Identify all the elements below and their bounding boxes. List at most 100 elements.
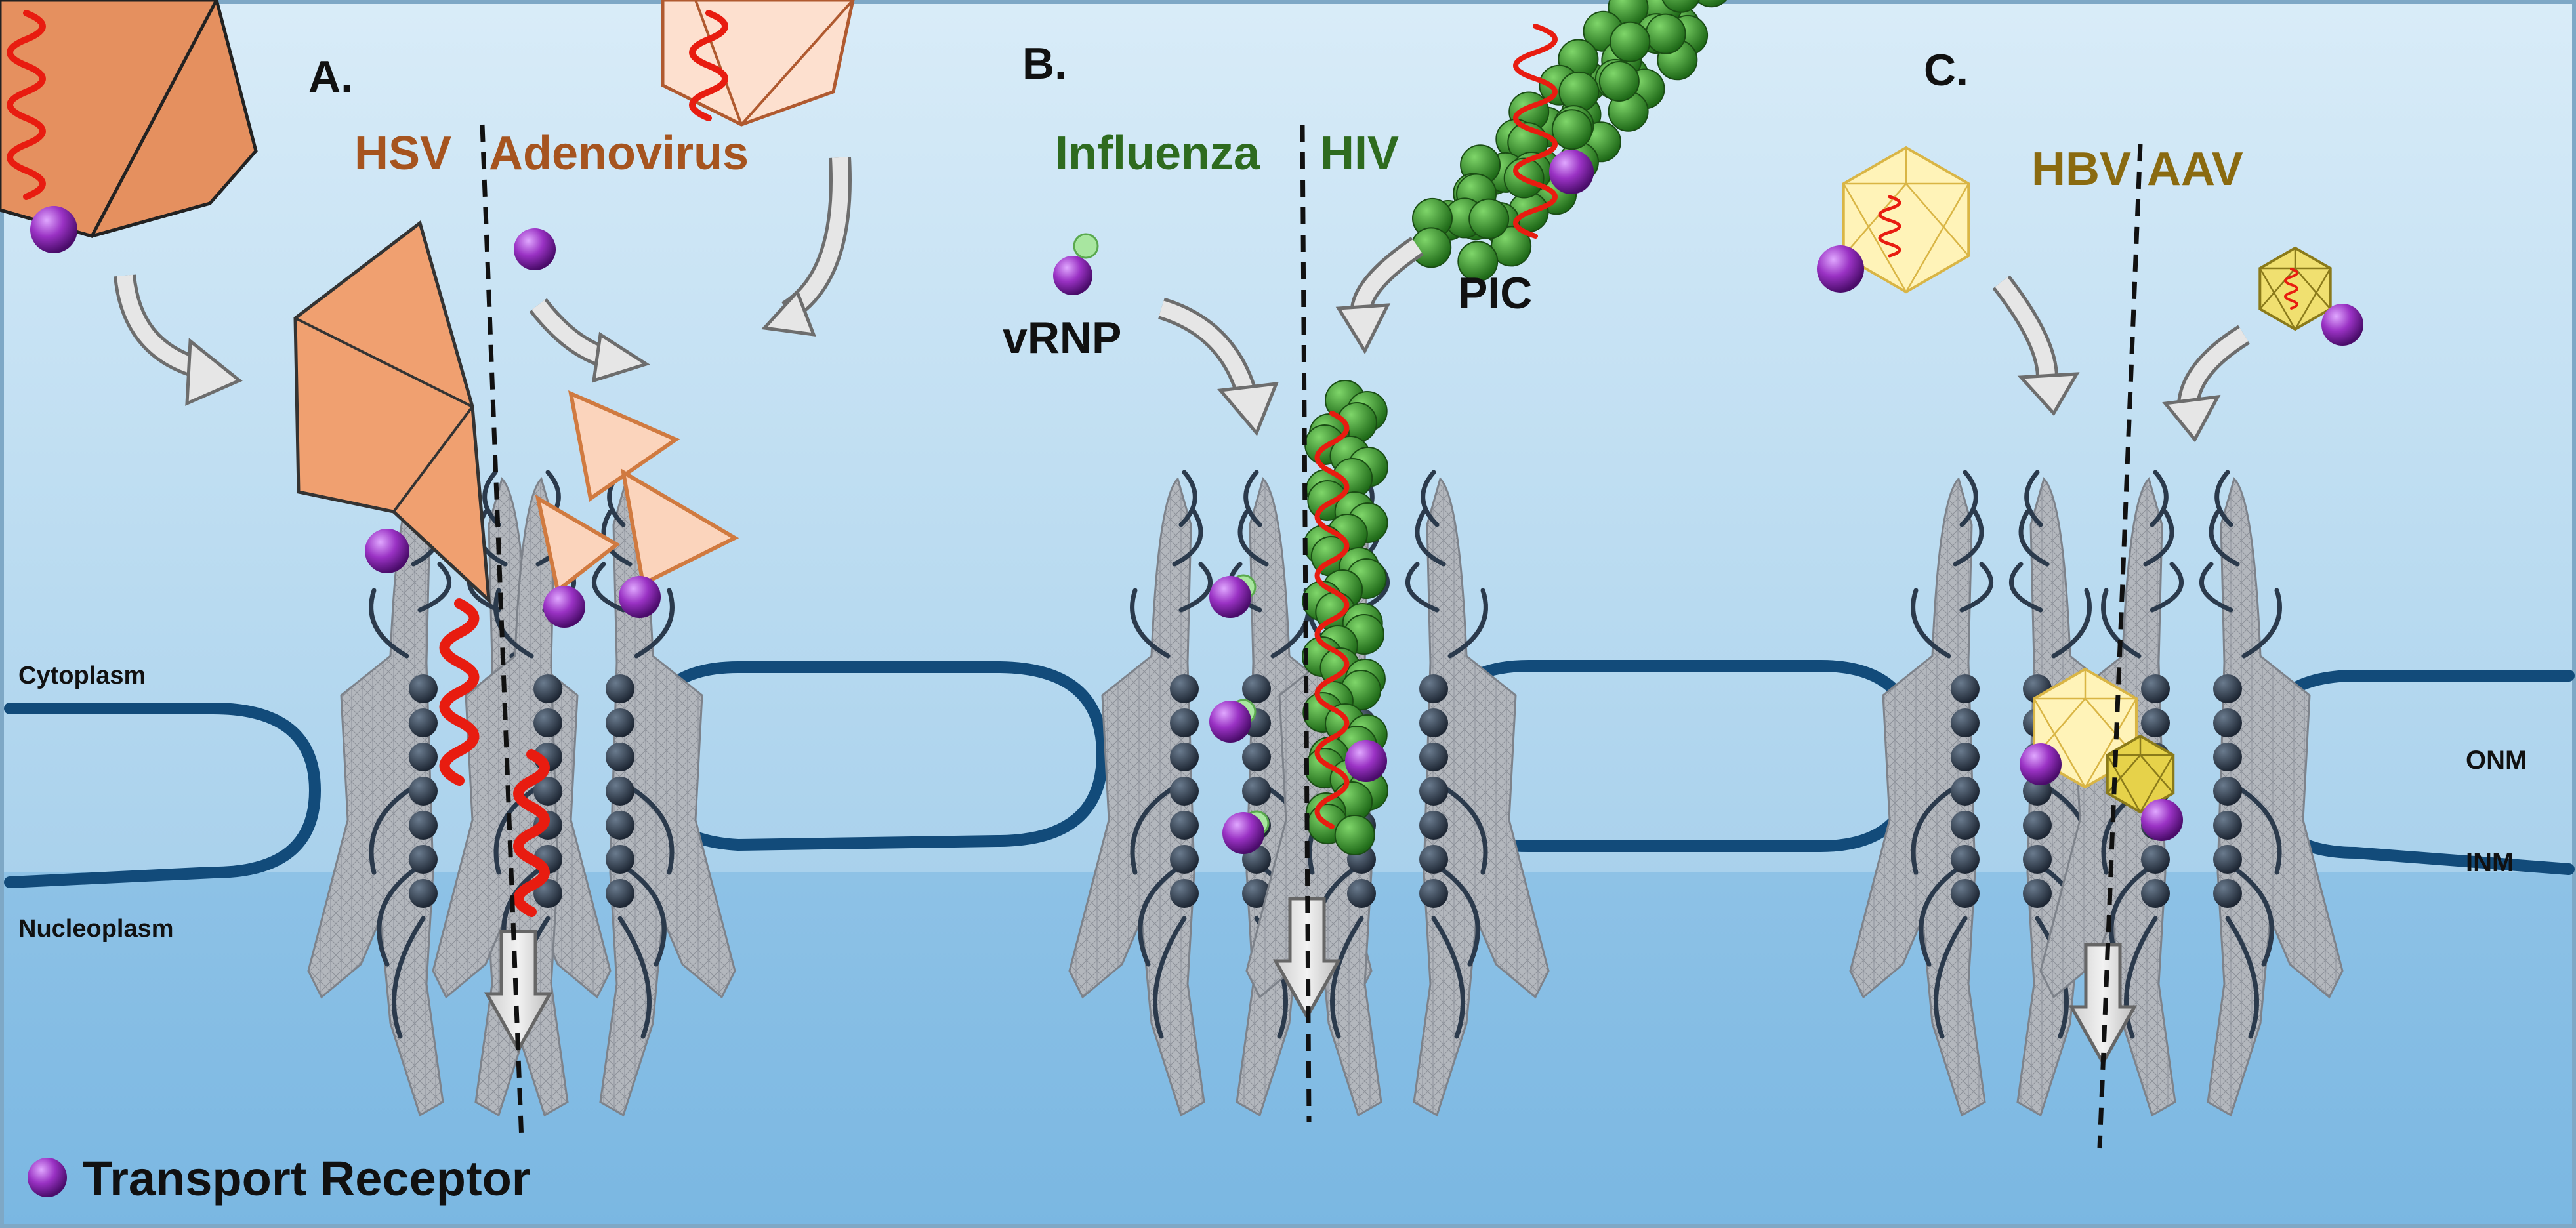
aav-capsid-top-edges [2258,248,2332,331]
arrow-hsv-head [185,338,243,406]
adenovirus-genome-top [689,10,728,121]
nup-bead [2213,811,2242,840]
hbv-receptor-docked [2020,743,2062,785]
vrnp-receptor-top [1053,256,1092,295]
nup-bead [1419,845,1448,874]
nup-bead [1242,743,1271,771]
nup-bead [606,777,634,806]
nup-bead [409,811,438,840]
onm-label: ONM [2466,746,2527,775]
nup-bead [1951,743,1980,771]
arrow-adenovirus-head [760,289,816,337]
hsv-receptor-top [30,206,77,253]
nup-bead [2023,879,2052,908]
fg-filament [621,863,667,967]
fg-filament [369,588,409,659]
fg-filament [2150,562,2184,613]
aav-receptor-docked [2141,799,2183,841]
fg-filament [2225,916,2259,1039]
hiv-capsid-subunit [1645,13,1686,54]
hiv-capsid-subunit [1468,198,1510,239]
adenovirus-edges [662,0,854,127]
adenovirus-receptor-docked [543,586,585,628]
arrow-hbv-head [2017,372,2080,417]
nup-bead [1170,777,1199,806]
import-arrow-c [2068,943,2138,1067]
import-arrow-a [484,930,553,1054]
fg-filament [1415,509,1446,567]
nup-bead [1419,674,1448,703]
viral-cargo [0,0,2363,917]
vrnp-particle [1073,233,1099,259]
nup-bead [409,743,438,771]
nup-bead [409,845,438,874]
fg-filament [1434,863,1480,967]
adenovirus-fragment [535,494,621,594]
fg-filament [1953,509,1984,567]
arrow-hsv-fill [117,274,199,375]
nup-bead [2213,777,2242,806]
pic-label: PIC [1458,268,1532,318]
arrow-hbv-fill [1995,277,2055,378]
nup-bead [1951,777,1980,806]
transport-arrows [114,157,2251,1067]
hbv-receptor-top [1817,245,1864,293]
hsv-receptor-docked [365,529,409,573]
adenovirus-receptor-top [514,228,556,270]
fg-filament [482,470,501,527]
fg-filament [1421,470,1440,527]
hiv-receptor-top [1549,150,1594,194]
nup-bead [1419,743,1448,771]
nup-bead [2141,845,2170,874]
fg-filament [2241,588,2282,659]
fg-filament [1178,470,1197,527]
hiv-genome-pore [1314,411,1350,829]
fg-filament [1330,916,1364,1039]
nup-bead [606,743,634,771]
nup-bead [1951,879,1980,908]
arrow-aav-fill [2180,327,2249,405]
fg-filament [1405,562,1440,613]
fg-filament [1959,470,1978,527]
fg-filament [2235,785,2282,875]
fg-filament [617,916,652,1039]
nup-bead [1419,777,1448,806]
hiv-capsid-subunit [1610,21,1651,62]
arrow-pic-head [1335,303,1391,355]
nucleoplasm-label: Nucleoplasm [18,915,174,943]
fg-filament [392,916,426,1039]
fg-filament [417,562,452,613]
fg-filament [2024,470,2043,527]
hsv-capsid-docked-edges [295,222,475,513]
hbv-capsid-docked-edges [2032,669,2138,789]
hsv-label: HSV [354,127,451,180]
panel-a-letter: A. [308,52,353,102]
hiv-capsid-subunit [1457,241,1499,282]
hsv-genome-top [7,10,46,200]
nup-bead [2023,845,2052,874]
arrow-vrnp-fill [1159,300,1255,396]
hiv-capsid-subunit [1334,815,1375,855]
nup-bead [1951,845,1980,874]
fg-filament [2018,509,2050,567]
cytoplasm-label: Cytoplasm [18,662,146,689]
nup-bead [2213,879,2242,908]
nup-bead [1170,708,1199,737]
aav-genome-top [2284,268,2298,310]
nup-bead [1419,708,1448,737]
nup-bead [1170,879,1199,908]
aav-capsid-docked-edges [2106,736,2175,814]
hiv-label: HIV [1320,127,1399,180]
fg-filament [2228,863,2274,967]
nup-bead [606,811,634,840]
nup-bead [409,674,438,703]
nup-bead [409,879,438,908]
hiv-receptor-docked [1345,740,1387,782]
hiv-capsid-subunit [1598,60,1640,102]
divider-b [1300,124,1312,1122]
fg-filament [1130,588,1171,659]
fg-filament [1911,588,1951,659]
hiv-capsid-subunit [1695,0,1728,8]
vrnp-receptor-docked [1209,576,1251,618]
